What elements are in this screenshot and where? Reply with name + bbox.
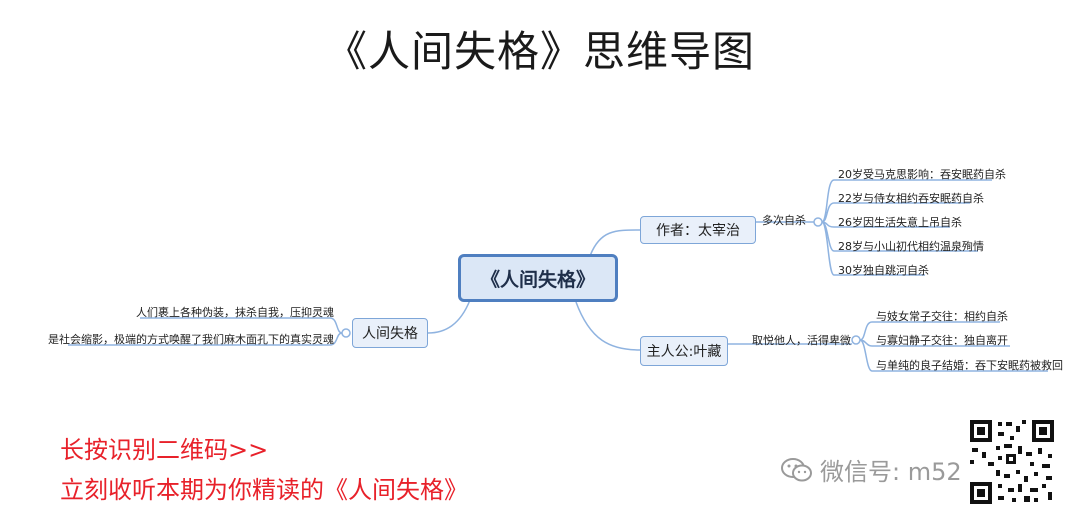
connector-author — [589, 229, 641, 257]
wechat-icon — [781, 457, 812, 481]
author-item-3[interactable]: 26岁因生活失意上吊自杀 — [838, 216, 962, 229]
wechat-id: 微信号: m52 — [780, 452, 962, 487]
promo-line-1: 长按识别二维码>> — [60, 436, 269, 464]
promo-line-2: 立刻收听本期为你精读的《人间失格》 — [60, 476, 468, 504]
hero-item-2[interactable]: 与寡妇静子交往：独自离开 — [876, 334, 1008, 347]
central-topic[interactable]: 《人间失格》 — [458, 254, 618, 302]
topic-hero[interactable]: 主人公:叶藏 — [640, 336, 728, 366]
author-item-1[interactable]: 20岁受马克思影响：吞安眠药自杀 — [838, 168, 1006, 181]
author-item-2[interactable]: 22岁与侍女相约吞安眠药自杀 — [838, 192, 984, 205]
connector-hero — [575, 301, 641, 351]
author-collapse-icon — [813, 217, 823, 227]
hero-item-1[interactable]: 与妓女常子交往：相约自杀 — [876, 310, 1008, 323]
author-item-4[interactable]: 28岁与小山初代相约温泉殉情 — [838, 240, 984, 253]
author-subtopic[interactable]: 多次自杀 — [762, 214, 806, 227]
book-item-1[interactable]: 人们裹上各种伪装，抹杀自我，压抑灵魂 — [136, 306, 334, 319]
wechat-label: 微信号: m52 — [820, 458, 962, 486]
author-item-5[interactable]: 30岁独自跳河自杀 — [838, 264, 929, 277]
qr-code[interactable] — [968, 418, 1056, 506]
connector-book — [427, 299, 471, 334]
book-item-2[interactable]: 是社会缩影，极端的方式唤醒了我们麻木面孔下的真实灵魂 — [48, 333, 334, 346]
topic-author[interactable]: 作者：太宰治 — [640, 216, 756, 244]
hero-collapse-icon — [851, 335, 861, 345]
topic-book[interactable]: 人间失格 — [352, 318, 428, 348]
page-title: 《人间失格》思维导图 — [324, 27, 755, 76]
hero-subtopic[interactable]: 取悦他人，活得卑微 — [752, 334, 851, 347]
hero-item-3[interactable]: 与单纯的良子结婚：吞下安眠药被救回 — [876, 359, 1063, 372]
book-collapse-icon — [341, 328, 351, 338]
